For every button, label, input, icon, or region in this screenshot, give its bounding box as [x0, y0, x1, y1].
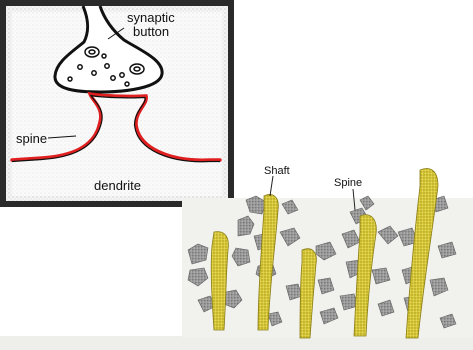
micrograph-spine-label: Spine: [334, 177, 362, 189]
button-label: button: [133, 24, 169, 39]
dendrite-label: dendrite: [94, 178, 141, 193]
bottom-strip: [0, 336, 473, 350]
synaptic-label: synaptic: [127, 10, 175, 25]
spine-label: spine: [16, 131, 47, 146]
synapse-diagram-panel: synaptic button spine dendrite: [3, 3, 231, 204]
shaft-label: Shaft: [264, 165, 290, 177]
